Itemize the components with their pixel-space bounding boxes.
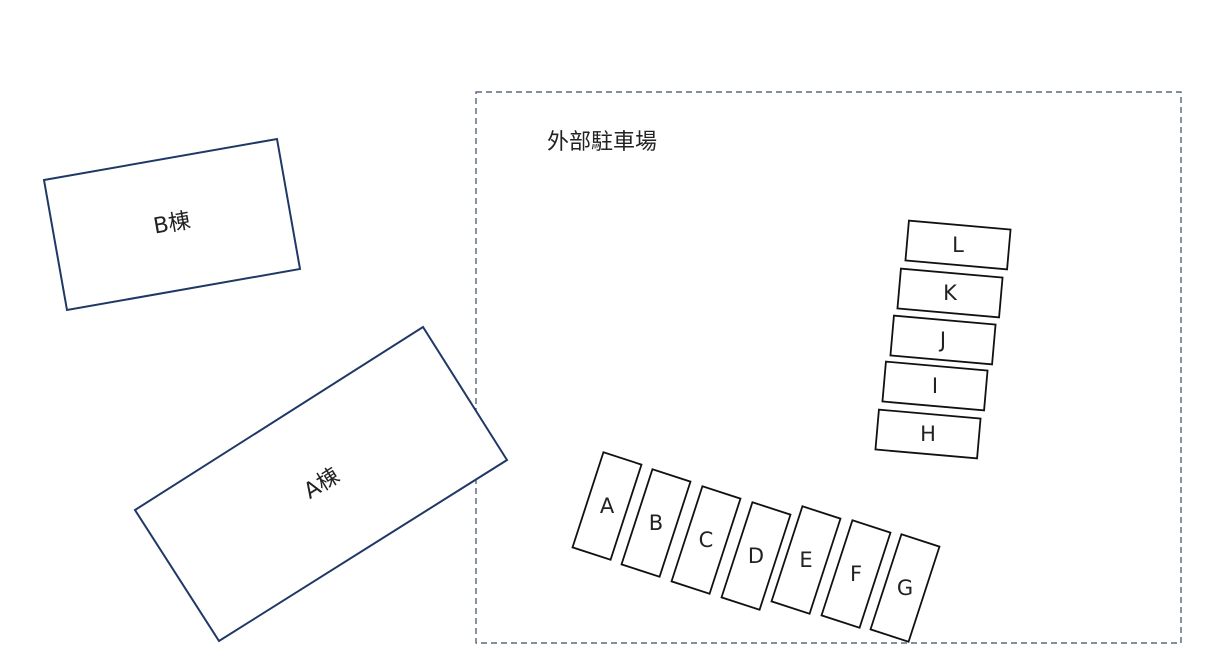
parking-space-i[interactable]: I: [881, 360, 989, 412]
parking-space-h[interactable]: H: [874, 408, 982, 460]
parking-space-h-label: H: [920, 422, 936, 446]
building-a[interactable]: A棟: [133, 325, 509, 643]
parking-space-c-label: C: [699, 528, 714, 552]
parking-space-b[interactable]: B: [620, 468, 692, 578]
parking-space-i-label: I: [932, 374, 938, 398]
parking-space-g-label: G: [897, 576, 913, 600]
parking-lot-boundary: [475, 91, 1182, 644]
parking-space-f-label: F: [850, 562, 862, 586]
parking-space-e-label: E: [799, 548, 812, 572]
parking-space-l-label: L: [952, 233, 964, 257]
building-b[interactable]: B棟: [42, 137, 302, 312]
parking-space-l-outline: [904, 219, 1012, 271]
parking-space-j-outline: [889, 314, 997, 366]
parking-space-k[interactable]: K: [896, 267, 1004, 319]
parking-space-e[interactable]: E: [770, 505, 842, 615]
parking-space-d[interactable]: D: [720, 501, 792, 611]
parking-space-j[interactable]: J: [889, 314, 997, 366]
parking-space-c[interactable]: C: [670, 485, 742, 595]
parking-lot-title: 外部駐車場: [547, 130, 657, 155]
parking-space-f-outline: [820, 519, 892, 629]
parking-space-h-outline: [874, 408, 982, 460]
parking-space-d-label: D: [748, 544, 764, 568]
parking-space-f[interactable]: F: [820, 519, 892, 629]
parking-space-a-outline: [571, 451, 643, 561]
parking-space-k-label: K: [943, 281, 958, 305]
parking-space-l[interactable]: L: [904, 219, 1012, 271]
parking-space-g-outline: [869, 533, 941, 643]
parking-space-j-label: J: [938, 328, 946, 352]
parking-space-g[interactable]: G: [869, 533, 941, 643]
parking-space-a[interactable]: A: [571, 451, 643, 561]
building-b-outline: [42, 137, 302, 312]
parking-space-b-outline: [620, 468, 692, 578]
parking-space-i-outline: [881, 360, 989, 412]
parking-space-e-outline: [770, 505, 842, 615]
parking-space-d-outline: [720, 501, 792, 611]
parking-space-k-outline: [896, 267, 1004, 319]
building-a-outline: [133, 325, 509, 643]
parking-space-a-label: A: [600, 494, 615, 518]
parking-space-c-outline: [670, 485, 742, 595]
parking-space-b-label: B: [649, 511, 663, 535]
